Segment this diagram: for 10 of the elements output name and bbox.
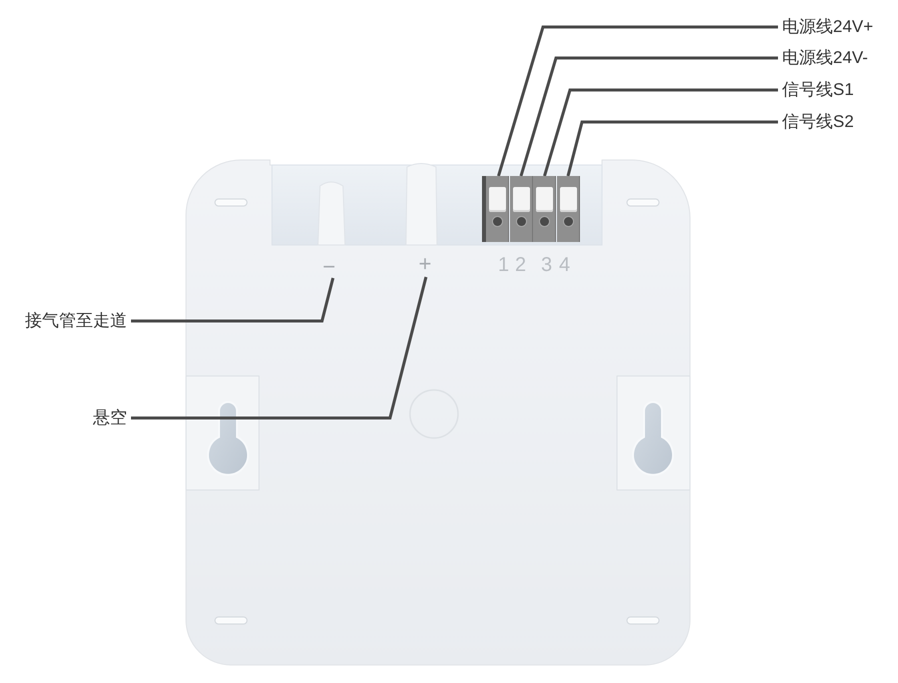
callout-label: 信号线S2 [778, 112, 858, 132]
leader-line [520, 56, 778, 176]
callout-label: 信号线S1 [778, 80, 858, 100]
callout-label: 电源线24V- [778, 48, 872, 68]
leader-line [497, 26, 778, 176]
callout-label: 悬空 [89, 408, 131, 428]
callout-label: 接气管至走道 [21, 311, 131, 331]
callout-label: 电源线24V+ [778, 17, 878, 37]
leader-line [566, 120, 778, 176]
leader-line [543, 88, 778, 176]
